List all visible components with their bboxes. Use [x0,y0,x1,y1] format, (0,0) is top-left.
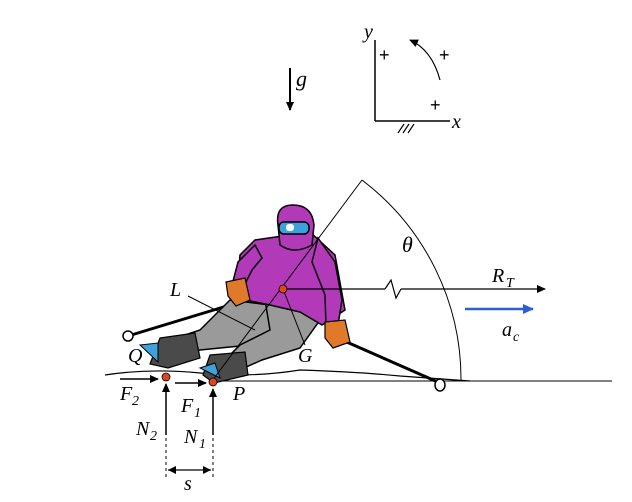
N1-subscript: 1 [199,437,206,452]
plus-sign-rotation: + [439,45,450,65]
axis-x-label: x [451,111,461,133]
ski-pole-right [332,334,441,385]
snow-ground [104,369,471,382]
plus-sign-y: + [379,45,390,65]
point-P-label: P [232,383,245,405]
F2-label: F [119,383,133,405]
N2-subscript: 2 [150,429,157,444]
point-Q-label: Q [128,345,143,367]
point-L-label: L [169,279,181,301]
N2-label: N [135,418,151,440]
skier-figure [122,204,446,392]
gravity-label: g [296,66,307,91]
theta-arc [361,179,462,382]
point-G-label: G [298,345,313,367]
line-G [282,288,306,346]
F2-subscript: 2 [132,394,139,409]
point-G-dot [278,284,288,294]
ac-label: a [502,319,512,341]
line-L [187,295,256,331]
coordinate-axes [374,39,450,134]
RT-label: R [491,265,504,287]
theta-label: θ [402,232,413,257]
plus-sign-x: + [430,95,441,115]
s-dimension-arrow [168,466,211,474]
RT-force-arrow [283,278,546,300]
F1-label: F [180,395,194,417]
RT-subscript: T [506,276,515,291]
s-label: s [184,473,192,495]
F1-subscript: 1 [194,406,201,421]
N1-label: N [183,426,199,448]
point-P-dot [208,377,218,387]
theta-reference-line [211,179,363,382]
point-Q-dot [161,372,171,382]
axis-y-label: y [362,21,373,43]
ac-subscript: c [513,330,520,345]
